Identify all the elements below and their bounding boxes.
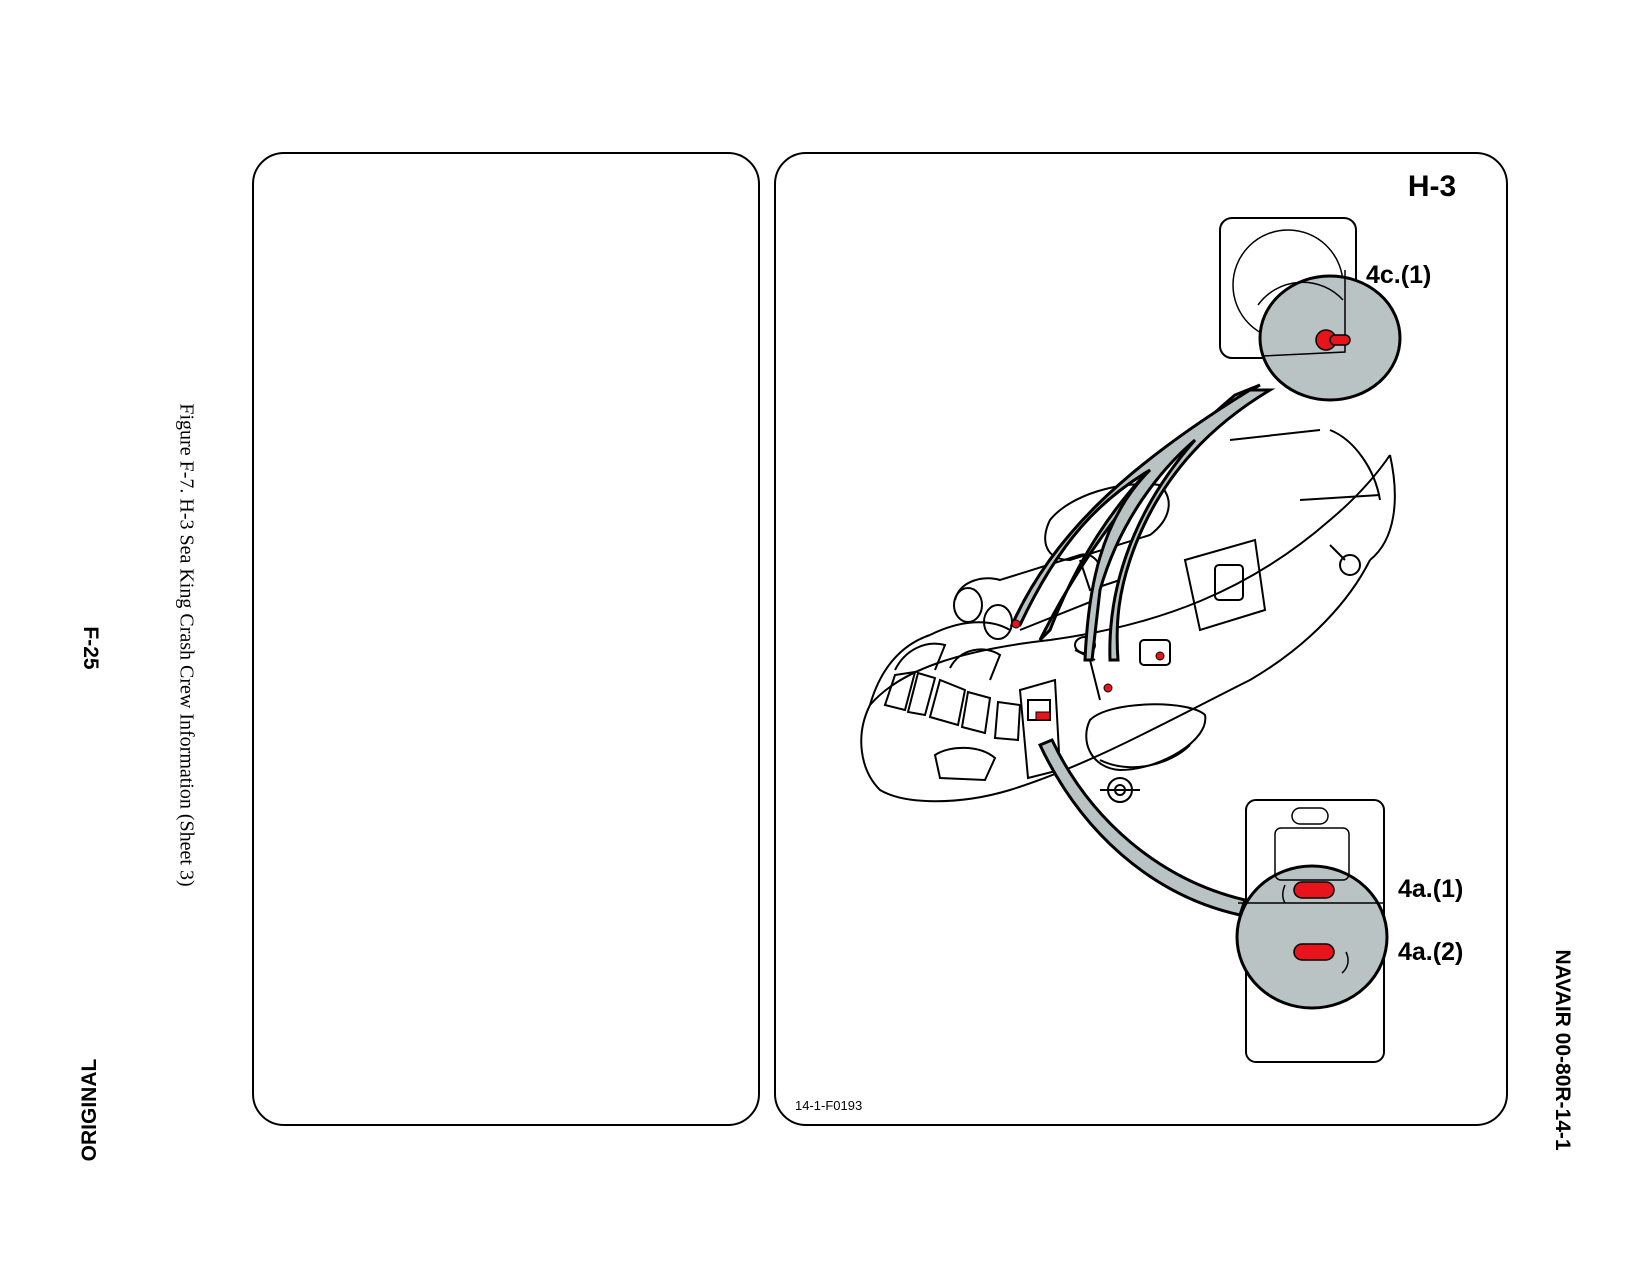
aircraft-label: H-3	[1408, 170, 1456, 203]
callout-4a1: 4a.(1)	[1398, 875, 1463, 903]
upper-inset-overlay	[1257, 270, 1346, 357]
release-handle-1	[1293, 881, 1335, 899]
upper-release-handle	[1315, 329, 1351, 351]
callout-4a2: 4a.(2)	[1398, 938, 1463, 966]
helicopter-markers	[1011, 619, 1165, 721]
illustration-panel	[774, 152, 1508, 1126]
figure-code: 14-1-F0193	[795, 1098, 862, 1113]
blank-panel	[252, 152, 760, 1126]
callout-4c1: 4c.(1)	[1366, 261, 1431, 289]
lower-magnifier	[1037, 738, 1389, 1063]
release-handle-2	[1293, 943, 1335, 961]
